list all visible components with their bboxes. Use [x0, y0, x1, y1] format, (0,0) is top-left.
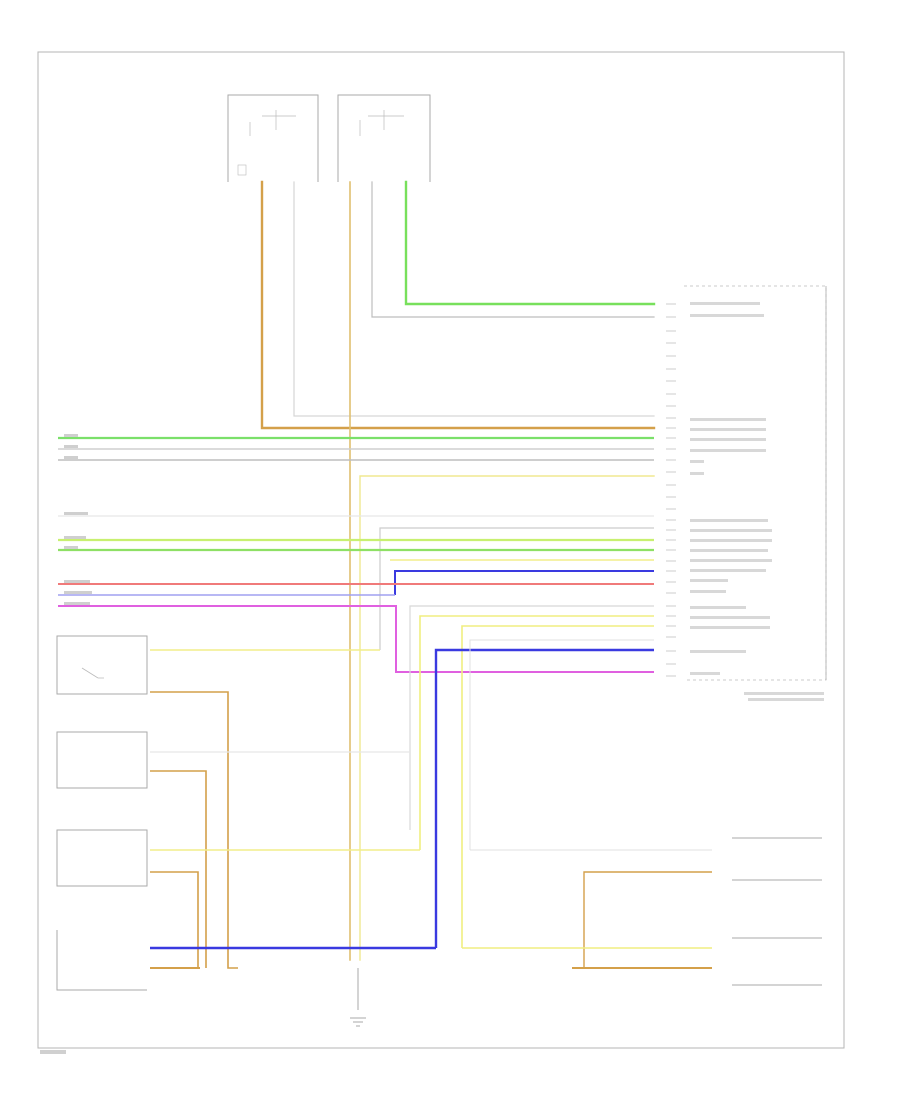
wire-blue-upper	[394, 570, 654, 595]
top-left-component	[227, 94, 319, 182]
wire-gray-seat-sensor	[371, 181, 655, 318]
sensor-2	[56, 829, 420, 968]
top-right-component	[337, 94, 431, 182]
wire-tan-sensor2	[150, 871, 199, 968]
wire-gray-seatbelt	[293, 181, 655, 417]
wire-yellow-trunk	[359, 475, 655, 961]
module-pin-labels	[690, 302, 824, 701]
right-sensor-2	[462, 937, 822, 986]
sensor-3	[56, 930, 436, 991]
wire-blue-lower	[434, 648, 654, 948]
sensor-1	[56, 731, 410, 968]
wire-gray-rightsensor	[469, 639, 654, 850]
wire-group-top	[260, 180, 656, 961]
left-stub-labels	[64, 434, 92, 605]
wire-gray-lower	[409, 605, 654, 830]
ground-point	[350, 968, 366, 1027]
right-sensor-1	[470, 837, 822, 968]
module-pin-stubs	[666, 303, 676, 677]
wire-green-seat-sensor	[404, 180, 656, 306]
wire-yellow-lower-1	[419, 615, 654, 850]
figure-code	[40, 1050, 66, 1054]
wire-tan-seatbelt	[260, 180, 656, 430]
wire-tan-rs1	[583, 871, 712, 968]
wire-tan-sensor1	[150, 770, 207, 968]
diagram-frame	[37, 51, 845, 1049]
control-module	[666, 285, 827, 701]
wire-group-left-bus	[58, 436, 654, 948]
wire-magenta-bus	[58, 605, 654, 673]
wire-gray-bus-3	[379, 527, 654, 650]
wire-tan-lock	[150, 691, 238, 969]
lock-switch	[56, 635, 380, 969]
wire-yellow-lower-2	[461, 625, 654, 948]
